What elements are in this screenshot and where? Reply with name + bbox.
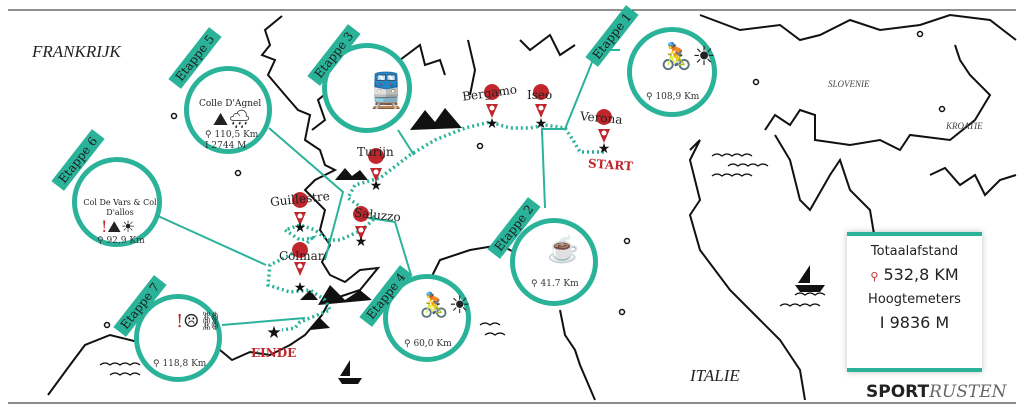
stage-1-circle[interactable]: 🚴☀ ⚲ 108,9 Km — [627, 27, 717, 117]
city-dots — [103, 30, 946, 329]
svg-text:★: ★ — [486, 116, 499, 132]
route-icon: ⚲ — [870, 270, 879, 283]
end-label: EINDE — [251, 346, 297, 360]
cyclist-sun-icon: 🚴☀ — [660, 42, 716, 72]
train-icon: 🚆 — [365, 71, 408, 111]
svg-text:★: ★ — [266, 323, 281, 343]
broken-chain-icon: !☹⛓ — [176, 311, 223, 332]
stage-1-distance: ⚲ 108,9 Km — [646, 92, 700, 102]
total-distance-label: Totaalafstand — [870, 244, 959, 259]
slovenia-border — [764, 44, 992, 152]
mountain-rain-icon: ⛰🌧 — [213, 109, 251, 130]
stage-7-distance-value: 118,8 Km — [162, 359, 207, 369]
stage-5-distance: ⚲ 110,5 Km — [205, 130, 259, 140]
city-label-iseo: Iseo — [527, 88, 553, 102]
stage-6-title: Col De Vars & Col D'allos — [83, 198, 157, 217]
total-elevation: I 9836 M — [847, 313, 982, 332]
stage-6-distance-value: 92,9 Km — [106, 236, 145, 246]
brand-light: RUSTEN — [929, 382, 1007, 402]
stage-7-circle[interactable]: !☹⛓ ⚲ 118,8 Km — [134, 294, 222, 382]
croatia-border — [929, 166, 1017, 197]
route-pins: ★ ★ ★ ★ ★ ★ ★ ★ — [266, 84, 613, 343]
stage-2-distance-value: 41.7 Km — [540, 279, 579, 289]
mountains — [300, 108, 462, 330]
svg-text:★: ★ — [294, 280, 307, 296]
sailboats — [338, 265, 825, 384]
stage-7-distance: ⚲ 118,8 Km — [153, 359, 207, 369]
stage-6-circle[interactable]: Col De Vars & Col D'allos !⛰☀ ⚲ 92,9 Km — [72, 157, 162, 247]
city-label-turijn: Turijn — [357, 145, 394, 159]
stage-5-elevation: I 2744 M — [205, 141, 247, 151]
totals-panel: Totaalafstand ⚲ 532,8 KM Hoogtemeters I … — [847, 232, 982, 372]
svg-text:★: ★ — [535, 116, 548, 132]
mountain-sun-icon: !⛰☀ — [101, 217, 136, 236]
brand-logo: SPORTRUSTEN — [866, 382, 1006, 402]
country-label-italy: ITALIE — [690, 366, 740, 385]
stage-4-distance-value: 60,0 Km — [413, 339, 452, 349]
stage-5-distance-value: 110,5 Km — [214, 130, 259, 140]
stage-5-elevation-value: 2744 M — [211, 141, 247, 151]
italy-inner — [559, 309, 596, 401]
stage-5-title: Colle D'Agnel — [199, 99, 262, 109]
country-label-croatia: KROATIE — [946, 121, 983, 131]
stage-5-circle[interactable]: Colle D'Agnel ⛰🌧 ⚲ 110,5 Km I 2744 M — [184, 66, 272, 154]
stage-2-distance: ⚲ 41.7 Km — [531, 279, 579, 289]
total-distance-value: 532,8 KM — [883, 265, 959, 284]
route-path — [266, 120, 604, 332]
connector-lines — [157, 49, 620, 326]
cyclists-sun-icon: 🚴☀ — [419, 291, 471, 319]
country-label-slovenia: SLOVENIE — [828, 79, 870, 89]
svg-text:★: ★ — [370, 178, 383, 194]
stage-6-distance: ⚲ 92,9 Km — [97, 236, 145, 246]
elevation-icon: I — [879, 313, 885, 332]
istria-coast — [774, 134, 876, 241]
sea-waves — [99, 153, 826, 376]
svg-text:★: ★ — [598, 141, 611, 157]
svg-text:★: ★ — [355, 234, 368, 250]
city-label-colmar: Colmar — [279, 249, 324, 263]
brand-bold: SPORT — [866, 382, 930, 402]
total-distance: ⚲ 532,8 KM — [847, 265, 982, 284]
austria-border — [699, 13, 1017, 42]
total-elevation-label: Hoogtemeters — [868, 292, 961, 307]
adriatic-coast — [688, 139, 806, 401]
stage-4-distance: ⚲ 60,0 Km — [404, 339, 452, 349]
total-elevation-value: 9836 M — [889, 313, 950, 332]
stage-1-distance-value: 108,9 Km — [655, 92, 700, 102]
stage-2-circle[interactable]: ☕ ⚲ 41.7 Km — [510, 218, 598, 306]
country-label-france: FRANKRIJK — [32, 42, 121, 61]
coffee-cup-icon: ☕ — [547, 235, 580, 265]
svg-text:★: ★ — [294, 220, 307, 236]
